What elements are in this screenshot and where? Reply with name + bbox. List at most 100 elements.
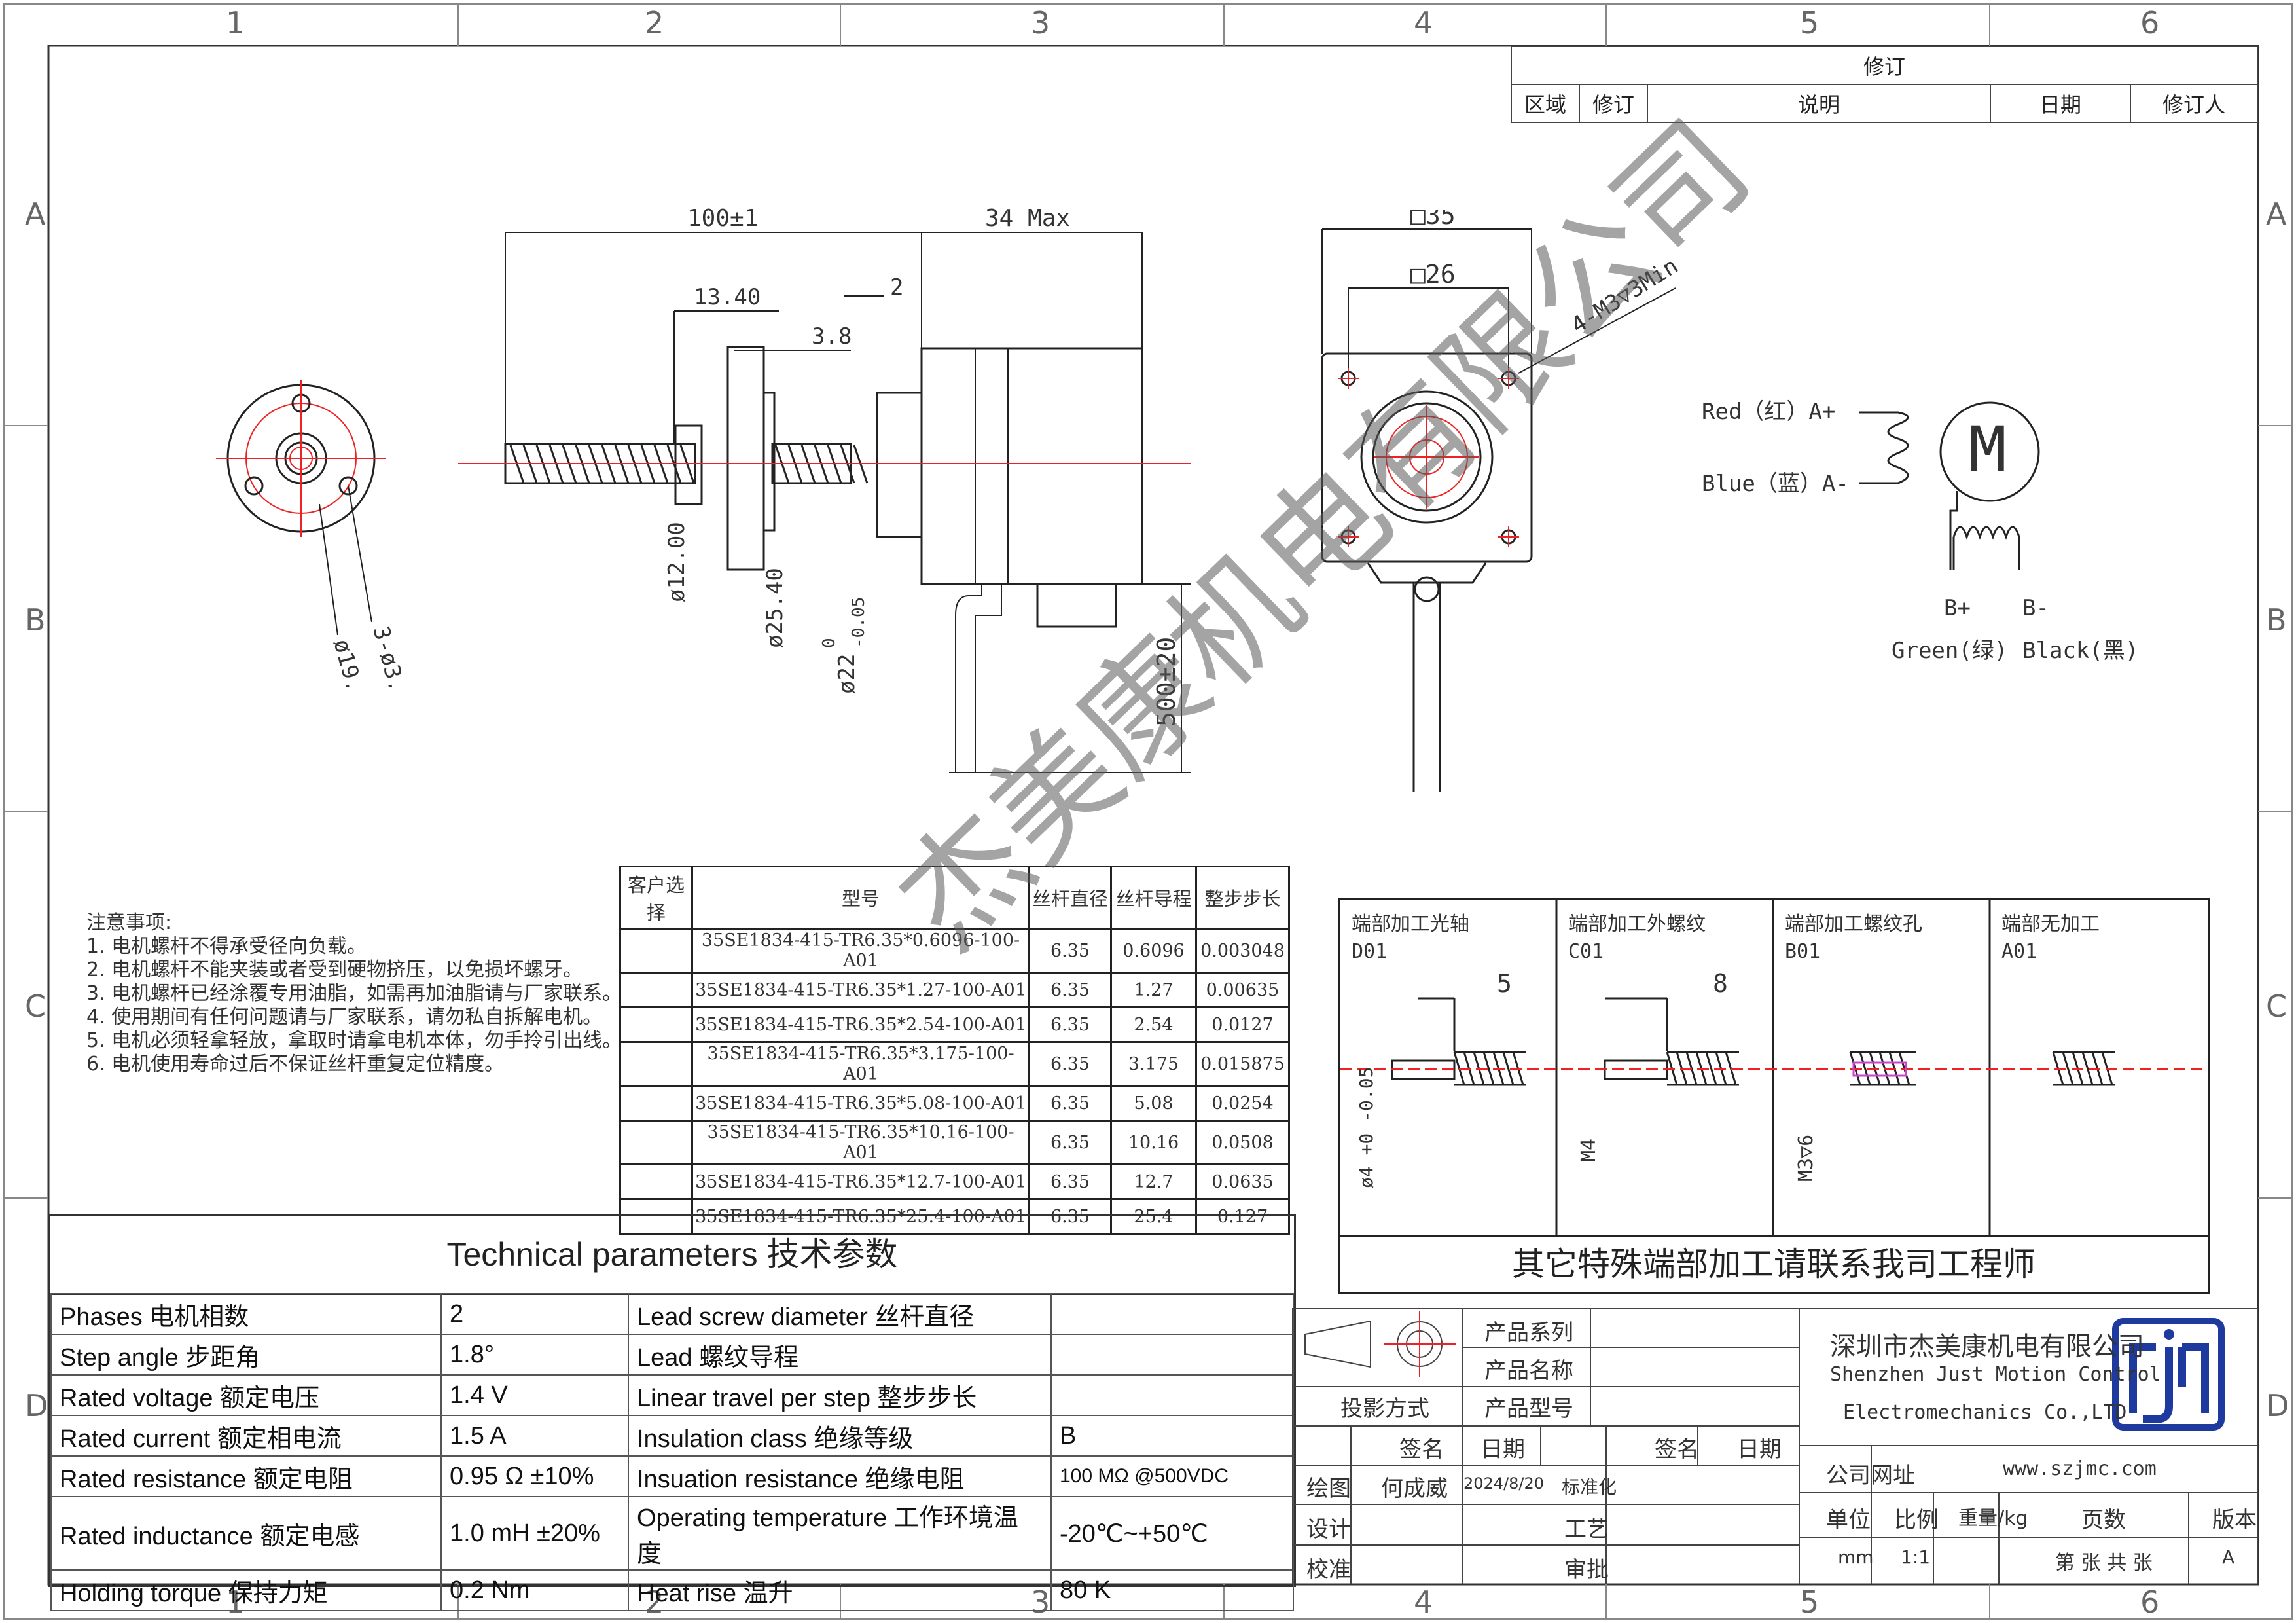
sign-label-2: 签名 — [1655, 1436, 1699, 1463]
model-header-lead: 丝杆导程 — [1110, 866, 1197, 930]
dia-nut-label: ø12.00 — [664, 522, 690, 602]
revision-header-reviser: 修订人 — [2130, 84, 2258, 123]
model-cell: 35SE1834-415-TR6.35*1.27-100-A01 — [691, 972, 1030, 1008]
param-value — [1050, 1293, 1294, 1335]
end-option-dim: 5 — [1497, 969, 1512, 998]
nut-pcd-label: ø19.05 — [328, 636, 374, 687]
model-select-checkbox[interactable] — [619, 928, 693, 974]
end-option-name: 端部加工光轴 — [1352, 913, 1469, 936]
website-link[interactable]: www.szjmc.com — [2003, 1457, 2157, 1480]
date-label-2: 日期 — [1737, 1436, 1782, 1463]
end-option-code: B01 — [1785, 940, 1820, 963]
note-item: 3. 电机螺杆已经涂覆专用油脂，如需再加油脂请与厂家联系。 — [86, 982, 622, 1005]
model-select-checkbox[interactable] — [619, 1041, 693, 1087]
diameter-cell: 6.35 — [1028, 1163, 1112, 1200]
step-cell: 0.00635 — [1195, 972, 1290, 1008]
model-header-model: 型号 — [691, 866, 1030, 930]
diameter-cell: 6.35 — [1028, 1085, 1112, 1122]
dim-overall-length: 100±1 — [687, 205, 758, 232]
zone-col-5-bottom: 5 — [1800, 1584, 1820, 1620]
zone-col-4-bottom: 4 — [1414, 1584, 1433, 1620]
lead-cell: 2.54 — [1110, 1006, 1197, 1043]
param-name: Rated voltage 额定电压 — [50, 1374, 442, 1416]
model-select-checkbox[interactable] — [619, 1085, 693, 1122]
zone-col-6: 6 — [2140, 5, 2160, 41]
zone-row-a: A — [25, 196, 46, 232]
model-label: 产品型号 — [1484, 1396, 1573, 1422]
lead-cell: 1.27 — [1110, 972, 1197, 1008]
weight-label: 重量/kg — [1958, 1507, 2028, 1530]
zone-row-d: D — [25, 1388, 48, 1423]
diameter-cell: 6.35 — [1028, 1198, 1112, 1235]
wire-blue-label: Blue（蓝）A- — [1702, 471, 1849, 497]
param-name: Rated inductance 额定电感 — [50, 1496, 442, 1571]
model-table: 客户选择 型号 丝杆直径 丝杆导程 整步步长 35SE1834-415-TR6.… — [619, 866, 1290, 1235]
lead-cell: 12.7 — [1110, 1163, 1197, 1200]
model-cell: 35SE1834-415-TR6.35*2.54-100-A01 — [691, 1006, 1030, 1043]
front-view: 100±1 34 Max 13.40 3.8 2 ø12.00 ø25.40 ø… — [458, 205, 1191, 773]
standard-label: 标准化 — [1562, 1476, 1617, 1498]
revision-title: 修订 — [1511, 46, 2258, 85]
end-option-code: C01 — [1568, 940, 1604, 963]
drawn-label: 绘图 — [1306, 1476, 1351, 1502]
sign-label: 签名 — [1399, 1436, 1444, 1463]
title-block-grid — [1292, 1308, 2258, 1584]
dim-flange-thickness: 3.8 — [812, 323, 852, 350]
wire-red-label: Red（红）A+ — [1702, 399, 1835, 425]
step-cell: 0.0127 — [1195, 1006, 1290, 1043]
revision-header-desc: 说明 — [1647, 84, 1991, 123]
tech-params-title: Technical parameters 技术参数 — [50, 1216, 1294, 1295]
step-cell: 0.003048 — [1195, 928, 1290, 974]
zone-row-c: C — [25, 989, 46, 1024]
lead-cell: 5.08 — [1110, 1085, 1197, 1122]
revision-header-zone: 区域 — [1511, 84, 1580, 123]
company-name-en-1: Shenzhen Just Motion Control — [1830, 1363, 2161, 1386]
projection-label: 投影方式 — [1340, 1396, 1429, 1422]
param-value: B — [1050, 1415, 1294, 1457]
param-name: Rated resistance 额定电阻 — [50, 1455, 442, 1497]
end-option-dim: 8 — [1713, 969, 1728, 998]
notes-title: 注意事项: — [86, 911, 172, 934]
param-name: Rated current 额定相电流 — [50, 1415, 442, 1457]
param-name: Insulation class 绝缘等级 — [628, 1415, 1052, 1457]
size-holes-label: □26 — [1410, 260, 1456, 289]
param-name: Step angle 步距角 — [50, 1334, 442, 1376]
param-name: Phases 电机相数 — [50, 1293, 442, 1335]
dim-step: 2 — [890, 274, 903, 301]
wire-black-label: Black(黑) — [2022, 638, 2134, 664]
model-cell: 35SE1834-415-TR6.35*3.175-100-A01 — [691, 1041, 1030, 1087]
model-select-checkbox[interactable] — [619, 972, 693, 1008]
website-label: 公司网址 — [1826, 1463, 1915, 1489]
param-name: Heat rise 温升 — [628, 1569, 1052, 1611]
lead-cell: 10.16 — [1110, 1120, 1197, 1165]
version-label: 版本 — [2212, 1507, 2257, 1533]
diameter-cell: 6.35 — [1028, 1041, 1112, 1087]
param-name: Holding torque 保持力矩 — [50, 1569, 442, 1611]
param-value: 0.95 Ω ±10% — [440, 1455, 629, 1497]
step-cell: 0.127 — [1195, 1198, 1290, 1235]
check-label: 校准 — [1306, 1557, 1351, 1583]
model-select-checkbox[interactable] — [619, 1163, 693, 1200]
model-select-checkbox[interactable] — [619, 1120, 693, 1165]
model-select-checkbox[interactable] — [619, 1198, 693, 1235]
zone-col-3: 3 — [1031, 5, 1050, 41]
approve-label: 审批 — [1564, 1557, 1609, 1583]
dia-boss-tol-upper: 0 — [819, 638, 839, 648]
param-value: 1.5 A — [440, 1415, 629, 1457]
notes-block: 注意事项: 1. 电机螺杆不得承受径向负载。 2. 电机螺杆不能夹装或者受到硬物… — [86, 911, 622, 1076]
motor-end-view: □35 □26 4-M3▽3Min — [1321, 210, 1683, 792]
end-option-note: M3▽6 — [1795, 1135, 1818, 1182]
model-header-step: 整步步长 — [1195, 866, 1290, 930]
end-option-note: ø4 +0 -0.05 — [1355, 1067, 1377, 1188]
step-cell: 0.0254 — [1195, 1085, 1290, 1122]
note-item: 4. 使用期间有任何问题请与厂家联系，请勿私自拆解电机。 — [86, 1006, 603, 1029]
zone-row-b-right: B — [2266, 602, 2287, 638]
zone-col-4: 4 — [1414, 5, 1433, 41]
model-select-checkbox[interactable] — [619, 1006, 693, 1043]
scale-label: 比例 — [1894, 1507, 1939, 1533]
